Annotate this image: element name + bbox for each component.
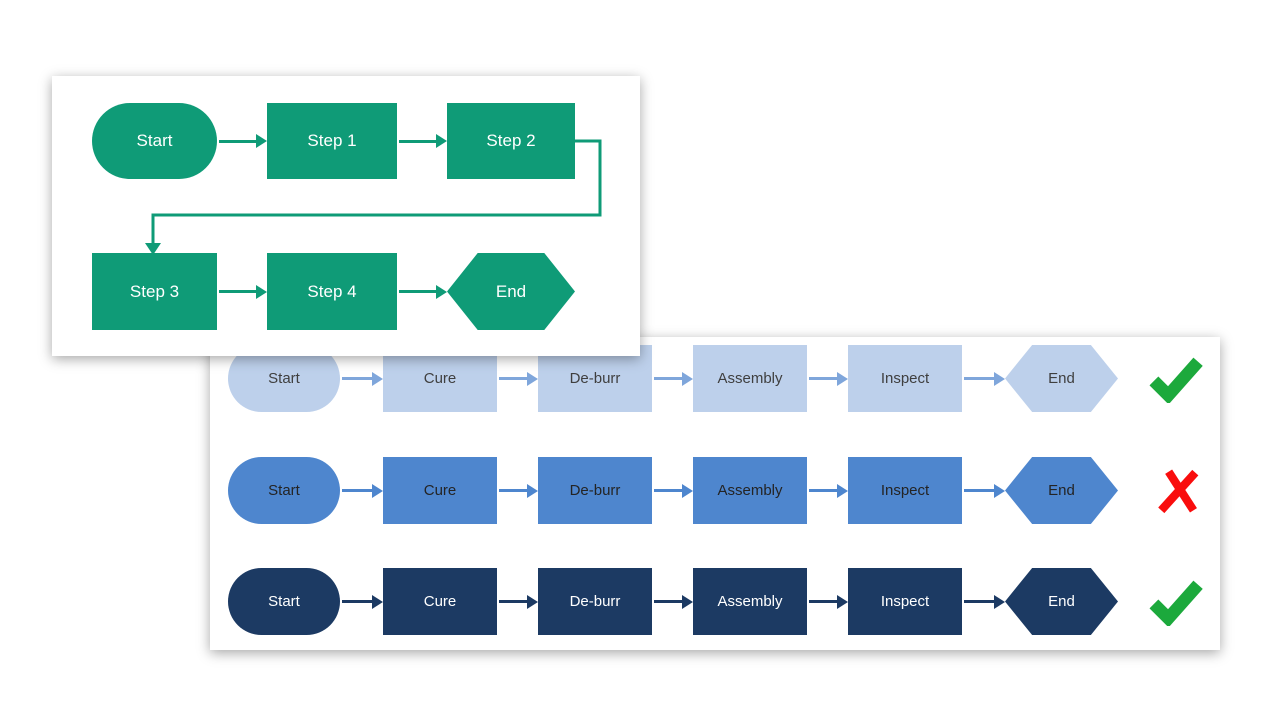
arrow-right-icon (497, 345, 538, 412)
arrow-right-icon (397, 253, 447, 330)
result-mark (1144, 568, 1208, 635)
flow-shape-start: Start (228, 457, 340, 524)
arrow-right-icon (217, 253, 267, 330)
shape-label: End (1048, 593, 1075, 610)
shape-label: Step 2 (486, 131, 536, 150)
flow-row-dark: Start Cure De-burr Assembly Inspect End (210, 568, 1220, 635)
comparison-flowcharts-panel: Start Cure De-burr Assembly Inspect End … (210, 337, 1220, 650)
shape-label: Cure (423, 370, 457, 387)
shape-label: Step 4 (307, 281, 357, 301)
flow-shape-start: Start (228, 568, 340, 635)
arrow-right-icon (807, 568, 848, 635)
example-flowchart-panel: Start Step 1 Step 2 Step 3 Step 4 End (52, 76, 640, 356)
arrow-right-icon (652, 345, 693, 412)
check-icon (1149, 357, 1203, 403)
flow-shape-start: Start (92, 103, 217, 179)
arrow-right-icon (217, 103, 267, 179)
shape-label: End (1048, 370, 1075, 387)
flow-row-bottom: Step 3 Step 4 End (52, 253, 640, 330)
flow-shape-assembly: Assembly (693, 568, 807, 635)
shape-label: De-burr (569, 593, 621, 610)
shape-label: Assembly (717, 593, 783, 610)
arrow-right-icon (340, 457, 383, 524)
arrow-right-icon (807, 457, 848, 524)
flow-shape-step3: Step 3 (92, 253, 217, 330)
shape-label: Assembly (717, 370, 783, 387)
arrow-right-icon (497, 457, 538, 524)
flow-shape-deburr: De-burr (538, 345, 652, 412)
flow-shape-assembly: Assembly (693, 457, 807, 524)
result-mark (1144, 345, 1208, 412)
shape-label: Start (136, 131, 173, 150)
shape-label: End (495, 281, 527, 301)
flow-shape-inspect: Inspect (848, 568, 962, 635)
result-mark (1144, 457, 1208, 524)
flow-shape-end: End (447, 253, 575, 330)
shape-label: De-burr (569, 370, 621, 387)
shape-label: Inspect (880, 482, 930, 499)
flow-shape-step2: Step 2 (447, 103, 575, 179)
flow-shape-step1: Step 1 (267, 103, 397, 179)
flow-shape-inspect: Inspect (848, 345, 962, 412)
flow-shape-end: End (1005, 568, 1118, 635)
flow-shape-end: End (1005, 345, 1118, 412)
arrow-right-icon (652, 568, 693, 635)
shape-label: Inspect (880, 593, 930, 610)
flow-shape-cure: Cure (383, 568, 497, 635)
flow-row-top: Start Step 1 Step 2 (52, 103, 640, 179)
arrow-right-icon (962, 568, 1005, 635)
arrow-right-icon (962, 457, 1005, 524)
shape-label: Start (268, 593, 300, 610)
shape-label: Assembly (717, 482, 783, 499)
arrow-right-icon (497, 568, 538, 635)
flow-shape-inspect: Inspect (848, 457, 962, 524)
flow-shape-deburr: De-burr (538, 568, 652, 635)
x-icon (1158, 468, 1199, 513)
arrow-right-icon (340, 568, 383, 635)
flow-shape-deburr: De-burr (538, 457, 652, 524)
flow-row-medium: Start Cure De-burr Assembly Inspect End (210, 457, 1220, 524)
arrow-right-icon (807, 345, 848, 412)
flow-shape-cure: Cure (383, 345, 497, 412)
arrow-right-icon (652, 457, 693, 524)
shape-label: De-burr (569, 482, 621, 499)
flow-shape-end: End (1005, 457, 1118, 524)
flow-shape-start: Start (228, 345, 340, 412)
shape-label: Step 3 (129, 281, 180, 301)
arrow-right-icon (340, 345, 383, 412)
shape-label: Cure (423, 593, 457, 610)
flow-row-light: Start Cure De-burr Assembly Inspect End (210, 345, 1220, 412)
shape-label: End (1048, 482, 1075, 499)
flow-shape-step4: Step 4 (267, 253, 397, 330)
flow-shape-cure: Cure (383, 457, 497, 524)
shape-label: Cure (423, 482, 457, 499)
arrow-right-icon (962, 345, 1005, 412)
shape-label: Inspect (880, 370, 930, 387)
shape-label: Step 1 (307, 131, 357, 150)
shape-label: Start (268, 482, 300, 499)
arrow-right-icon (397, 103, 447, 179)
flow-shape-assembly: Assembly (693, 345, 807, 412)
shape-label: Start (268, 370, 300, 387)
check-icon (1149, 580, 1203, 626)
